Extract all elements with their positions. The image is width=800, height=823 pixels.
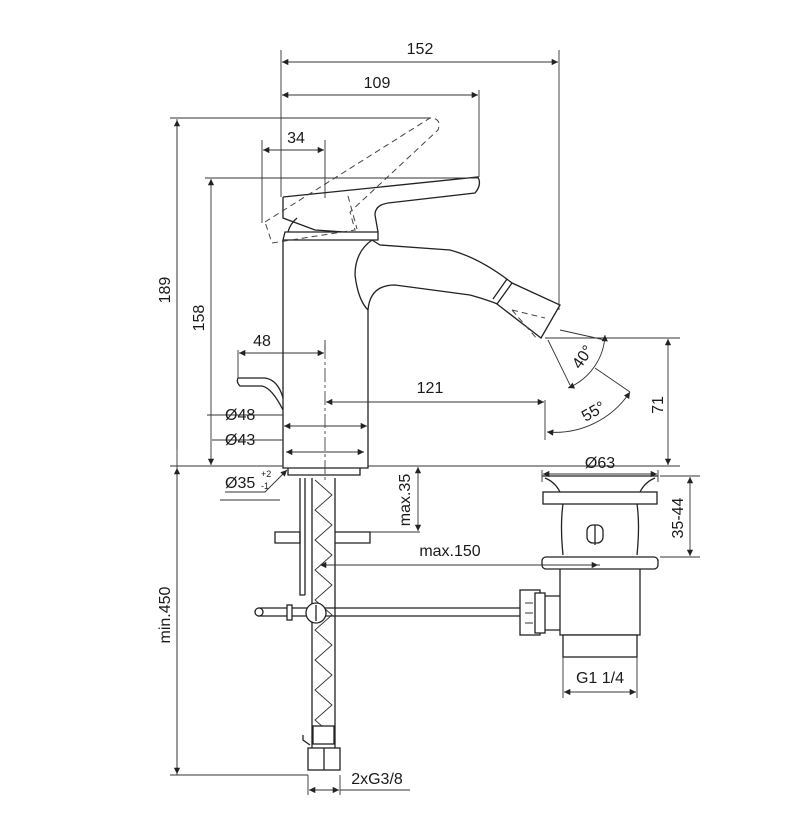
dim-total-height: 189 <box>157 277 174 304</box>
dim-base-diameter: Ø48 <box>225 407 255 424</box>
dimension-labels: 152 109 34 189 158 48 121 40° 55° 71 Ø48… <box>157 41 687 788</box>
dim-body-diameter: Ø43 <box>225 432 255 449</box>
dim-spout-reach: 121 <box>417 380 444 397</box>
dim-lever-reach: 109 <box>364 75 391 92</box>
waste-assembly <box>519 475 659 658</box>
dim-deck-thickness: max.35 <box>397 474 414 527</box>
dim-swivel-angle: 55° <box>579 399 608 426</box>
hose-assembly <box>254 478 530 771</box>
dim-hole-tol-upper: +2 <box>261 469 271 479</box>
dim-waste-flange-diameter: Ø63 <box>585 455 615 472</box>
dim-hole-diameter: Ø35 <box>225 475 255 492</box>
dim-rod-length: max.150 <box>419 543 480 560</box>
dim-overall-reach: 152 <box>407 41 434 58</box>
dim-hose-connection: 2xG3/8 <box>351 771 403 788</box>
dim-spray-angle: 40° <box>569 343 597 373</box>
dim-hole-tol-lower: -1 <box>261 481 269 491</box>
dim-spout-height: 158 <box>191 305 208 332</box>
dim-outlet-height: 71 <box>650 396 667 414</box>
dim-pull-rod-offset: 48 <box>253 333 271 350</box>
dim-hose-length: min.450 <box>157 586 174 643</box>
dim-waste-range: 35-44 <box>670 497 687 538</box>
faucet-body <box>236 117 561 480</box>
dimension-lines <box>170 50 700 795</box>
dim-lever-offset: 34 <box>287 130 305 147</box>
dim-waste-thread: G1 1/4 <box>576 670 624 687</box>
